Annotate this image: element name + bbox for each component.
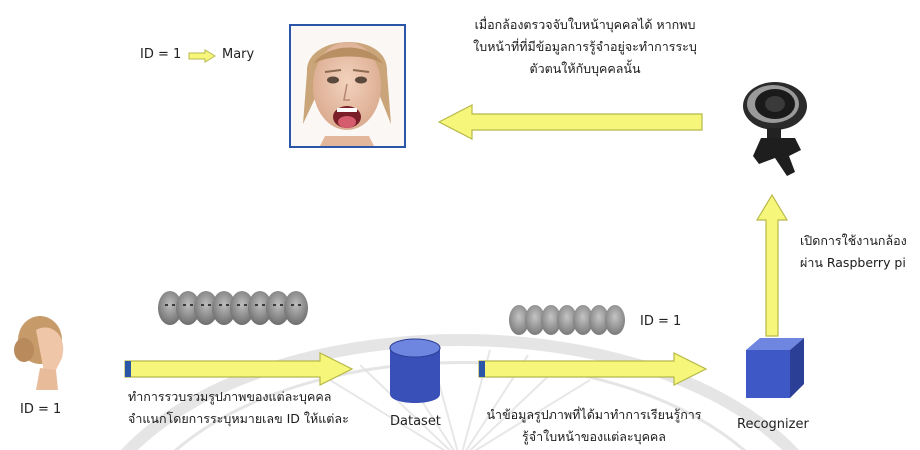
person-name: Mary (222, 44, 254, 66)
detect-line-3: ตัวตนให้กับบุคคลนั้น (440, 58, 730, 80)
face-bounding-box (289, 24, 406, 148)
camera-line-1: เปิดการใช้งานกล้อง (800, 230, 920, 252)
arrow-right-icon (188, 49, 216, 63)
database-icon (388, 338, 442, 404)
id-label-top: ID = 1 (140, 44, 181, 66)
train-description: นำข้อมูลรูปภาพที่ได้มาทำการเรียนรู้การ ร… (464, 404, 724, 448)
collect-line-1: ทำการรวบรวมรูปภาพของแต่ละบุคคล (128, 386, 388, 408)
detect-description: เมื่อกล้องตรวจจับใบหน้าบุคคลได้ หากพบ ใบ… (440, 14, 730, 80)
person-id: ID = 1 (20, 399, 61, 421)
collect-line-2: จำแนกโดยการระบุหมายเลข ID ให้แต่ละ (128, 408, 388, 430)
face-images-collection (150, 286, 316, 332)
dataset-label: Dataset (390, 411, 441, 433)
camera-line-2: ผ่าน Raspberry pi (800, 252, 920, 274)
train-line-2: รู้จำใบหน้าของแต่ละบุคคล (464, 426, 724, 448)
arrow-up-icon (756, 194, 788, 338)
camera-description: เปิดการใช้งานกล้อง ผ่าน Raspberry pi (800, 230, 920, 274)
collect-description: ทำการรวบรวมรูปภาพของแต่ละบุคคล จำแนกโดยก… (128, 386, 388, 430)
detect-line-2: ใบหน้าที่ที่มีข้อมูลการรู้จำอยู่จะทำการร… (440, 36, 730, 58)
detected-face-image (289, 24, 406, 148)
person-photo (10, 312, 76, 390)
recognizer-label: Recognizer (737, 414, 809, 436)
train-line-1: นำข้อมูลรูปภาพที่ได้มาทำการเรียนรู้การ (464, 404, 724, 426)
arrow-collect-icon (124, 352, 354, 386)
detect-line-1: เมื่อกล้องตรวจจับใบหน้าบุคคลได้ หากพบ (440, 14, 730, 36)
trained-face-images (505, 300, 629, 340)
arrow-train-icon (478, 352, 708, 386)
webcam-image (735, 72, 815, 180)
arrow-left-icon (438, 104, 704, 140)
recognizer-cube-icon (744, 336, 806, 400)
train-id: ID = 1 (640, 311, 681, 333)
